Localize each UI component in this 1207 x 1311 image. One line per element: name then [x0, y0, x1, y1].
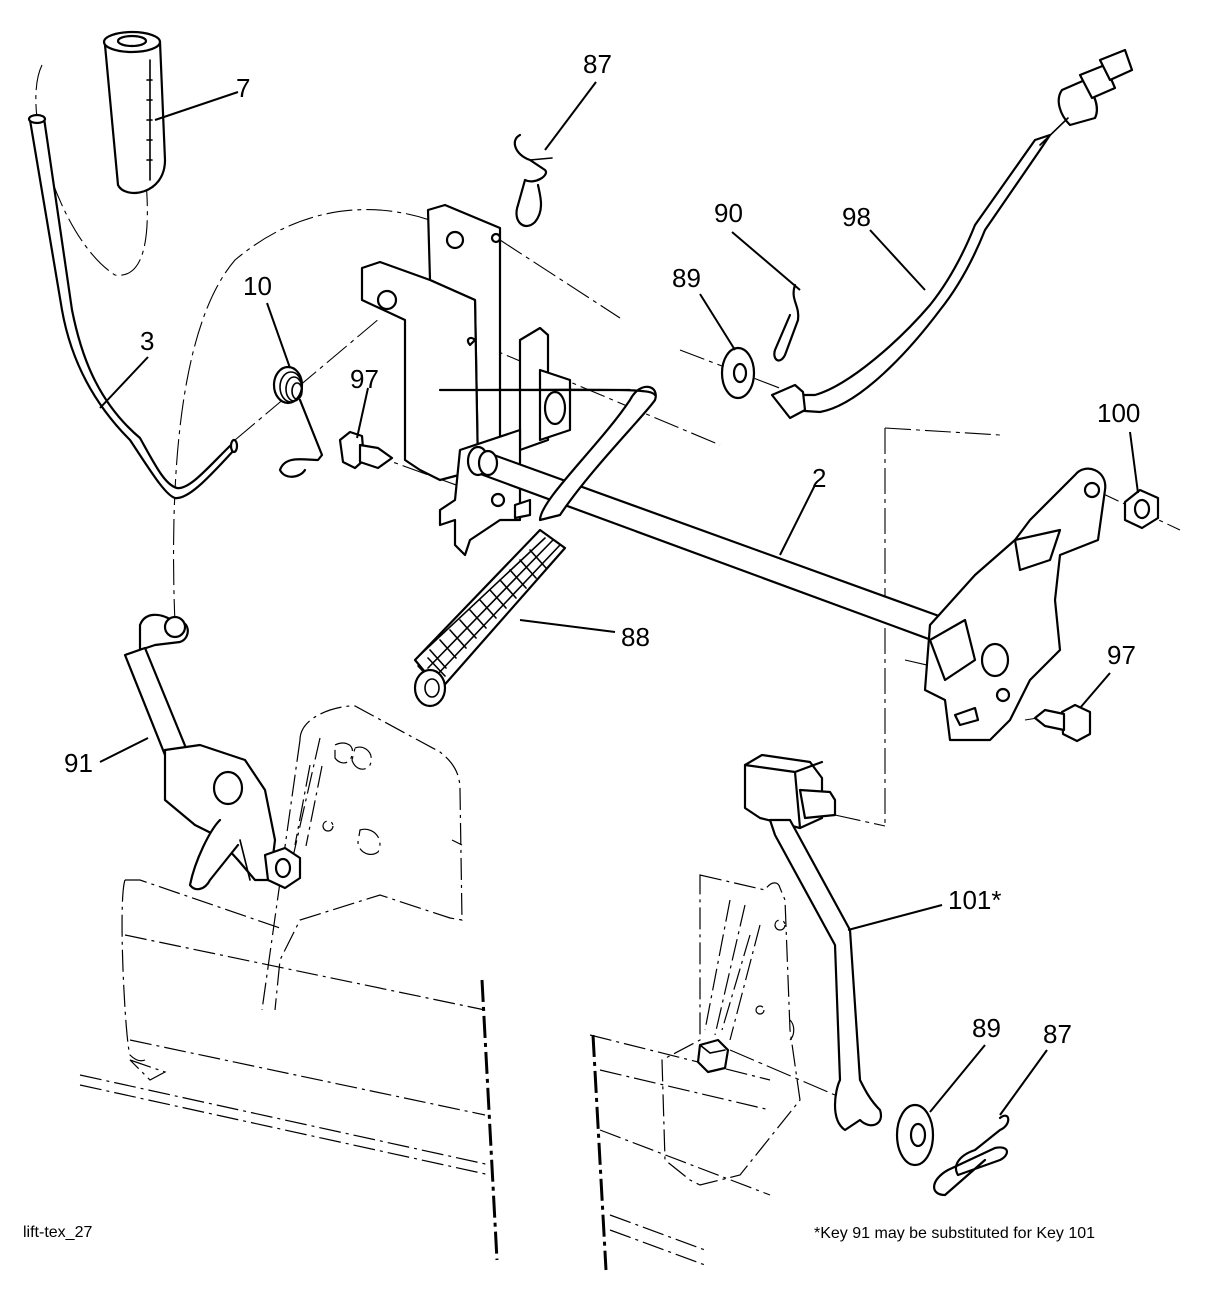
deck-bracket-left — [261, 705, 463, 1011]
callout-10: 10 — [243, 271, 272, 301]
callout-7: 7 — [236, 73, 250, 103]
part-3-lift-handle — [27, 113, 239, 500]
callout-101: 101* — [948, 885, 1002, 915]
part-97-bolt-right — [1033, 703, 1092, 743]
part-87-clip-bottom — [933, 1114, 1010, 1197]
footnote: *Key 91 may be substituted for Key 101 — [814, 1225, 1095, 1242]
part-87-clip-top — [513, 133, 553, 228]
callout-87-bottom: 87 — [1043, 1019, 1072, 1049]
callout-89-bottom: 89 — [972, 1013, 1001, 1043]
part-7-handle-grip — [102, 30, 167, 194]
part-88-extension-spring — [413, 528, 567, 708]
part-91-lift-link — [123, 613, 302, 891]
callout-98: 98 — [842, 202, 871, 232]
part-89-washer-top — [720, 346, 756, 400]
callout-97-right: 97 — [1107, 640, 1136, 670]
callout-87-top: 87 — [583, 49, 612, 79]
part-101-lift-link — [743, 753, 883, 1132]
drawing-id: lift-tex_27 — [23, 1224, 92, 1241]
callout-97-left: 97 — [350, 364, 379, 394]
callout-100: 100 — [1097, 398, 1140, 428]
callout-90: 90 — [714, 198, 743, 228]
deck-outline-right — [589, 1034, 771, 1271]
part-10-torsion-spring — [272, 365, 324, 478]
part-98-rod — [770, 48, 1134, 420]
callouts: 7 87 10 3 97 90 98 89 100 2 88 97 91 101… — [64, 49, 1140, 1049]
right-lift-arm — [923, 467, 1107, 742]
callout-88: 88 — [621, 622, 650, 652]
callout-3: 3 — [140, 326, 154, 356]
part-100-nut — [1123, 488, 1160, 530]
part-89-washer-bottom — [895, 1103, 935, 1167]
callout-2: 2 — [812, 463, 826, 493]
callout-91: 91 — [64, 748, 93, 778]
part-90-clip — [773, 283, 800, 362]
deck-bracket-right — [661, 874, 801, 1186]
main-bracket — [360, 203, 572, 557]
callout-89-top: 89 — [672, 263, 701, 293]
deck-outline-left — [79, 879, 499, 1261]
part-97-bolt-left — [338, 430, 394, 470]
leader-lines — [99, 81, 1139, 1116]
